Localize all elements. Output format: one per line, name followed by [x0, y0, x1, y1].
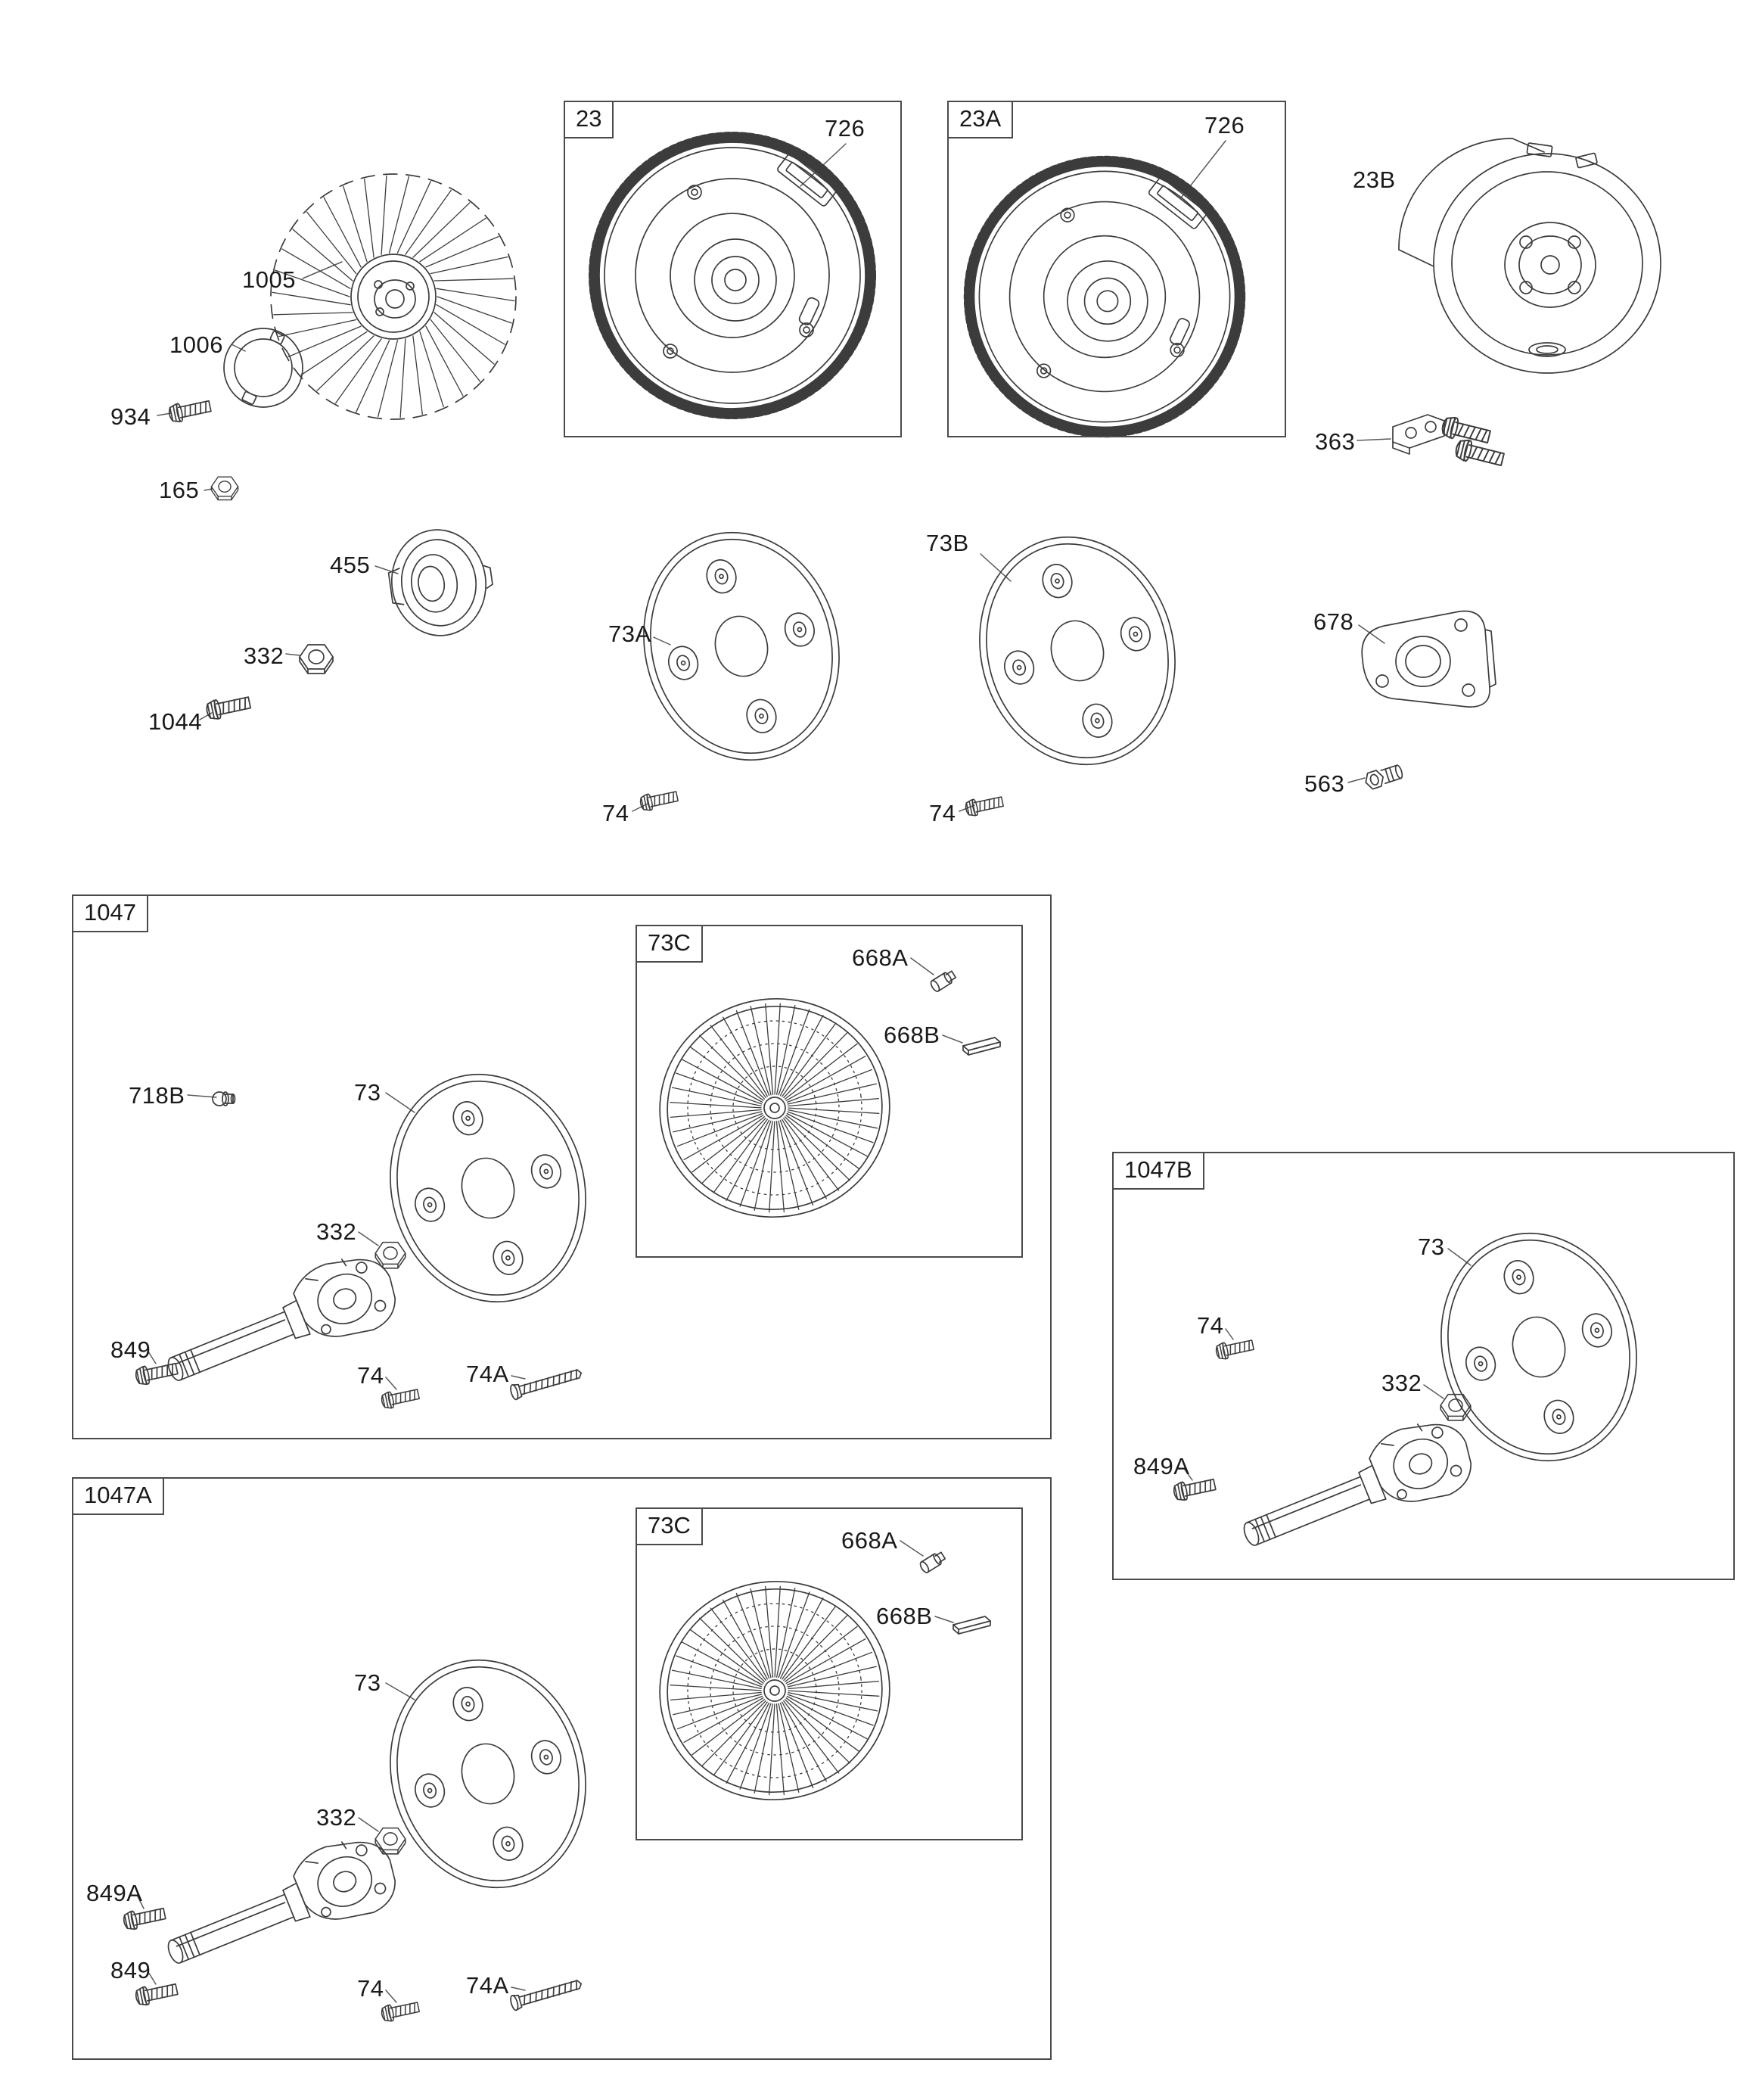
part-label-563: 563 [1304, 770, 1345, 797]
part-label-934: 934 [110, 403, 151, 430]
part-label-332-1047a: 332 [316, 1804, 357, 1831]
part-label-363: 363 [1315, 428, 1356, 455]
part-label-1006: 1006 [169, 331, 223, 358]
callout-box-73c-2: 73C [636, 1507, 1023, 1840]
bolt-drawing-1044 [204, 692, 253, 722]
part-label-23b: 23B [1353, 166, 1396, 193]
part-label-73b: 73B [926, 530, 969, 556]
part-label-74-1047a: 74 [357, 1975, 384, 2002]
part-label-849-1047: 849 [110, 1336, 151, 1363]
callout-tag-23: 23 [564, 101, 614, 138]
part-label-668a-2: 668A [841, 1527, 898, 1554]
part-label-74a-1047a: 74A [466, 1972, 509, 1999]
callout-tag-23a: 23A [947, 101, 1014, 138]
callout-tag-73c-2: 73C [636, 1507, 703, 1545]
screw-drawing-74-73a [638, 787, 679, 813]
part-label-74-73a: 74 [602, 800, 629, 826]
part-label-1005: 1005 [242, 266, 296, 293]
callout-box-23: 23 [564, 101, 902, 437]
fan-screen-drawing-73c-2 [645, 1566, 905, 1815]
callout-box-23a: 23A [947, 101, 1286, 437]
nut-drawing-332-top [299, 644, 334, 674]
part-label-332-top: 332 [244, 642, 284, 669]
part-label-73-1047: 73 [354, 1079, 381, 1106]
part-label-718b: 718B [129, 1082, 185, 1109]
fan-screen-drawing-73c-1 [645, 983, 905, 1233]
bracket-drawing-678 [1361, 610, 1496, 708]
part-label-73a: 73A [608, 621, 651, 647]
callout-box-1047: 1047 [72, 894, 1052, 1439]
part-label-74a-1047: 74A [466, 1361, 509, 1387]
callout-tag-1047: 1047 [72, 894, 148, 932]
part-label-73-1047a: 73 [354, 1669, 381, 1696]
part-label-165: 165 [159, 477, 200, 503]
part-label-849a-1047a: 849A [86, 1880, 143, 1906]
fitting-drawing-563 [1363, 762, 1405, 792]
screw-drawing-74-73b [963, 792, 1005, 818]
part-label-332-1047: 332 [316, 1218, 357, 1245]
callout-box-1047a: 1047A [72, 1477, 1052, 2060]
part-label-668a-1: 668A [852, 944, 909, 971]
nut-drawing-165 [210, 476, 239, 501]
bracket-drawing-363 [1393, 415, 1505, 470]
part-label-74-73b: 74 [929, 800, 956, 826]
part-label-726-23: 726 [825, 115, 866, 142]
hub-drawing-455 [383, 522, 499, 643]
callout-tag-73c-1: 73C [636, 925, 703, 963]
part-label-73-1047b: 73 [1418, 1234, 1445, 1260]
brake-ring-drawing-1006 [223, 328, 303, 408]
part-label-726-23a: 726 [1204, 112, 1245, 138]
callout-box-1047b: 1047B [1112, 1152, 1735, 1580]
part-label-678: 678 [1313, 608, 1354, 635]
callout-tag-1047b: 1047B [1112, 1152, 1204, 1190]
part-label-455: 455 [330, 552, 371, 578]
part-label-668b-1: 668B [884, 1022, 940, 1048]
pulley-drawing-73b [953, 513, 1202, 789]
flywheel-fan-drawing-1005 [270, 173, 517, 420]
callout-tag-1047a: 1047A [72, 1477, 164, 1515]
part-label-74-1047b: 74 [1197, 1312, 1224, 1339]
part-label-74-1047: 74 [357, 1362, 384, 1389]
flywheel-drawing-23b [1398, 138, 1661, 374]
pulley-drawing-73a [617, 509, 866, 784]
part-label-1044: 1044 [148, 708, 202, 735]
leader-lines [137, 140, 1472, 2003]
part-label-849-1047a: 849 [110, 1957, 151, 1983]
part-label-849a-1047b: 849A [1133, 1453, 1190, 1479]
part-label-332-1047b: 332 [1381, 1370, 1422, 1396]
bolt-drawing-934 [166, 397, 213, 425]
part-label-668b-2: 668B [876, 1603, 933, 1629]
callout-box-73c-1: 73C [636, 925, 1023, 1258]
